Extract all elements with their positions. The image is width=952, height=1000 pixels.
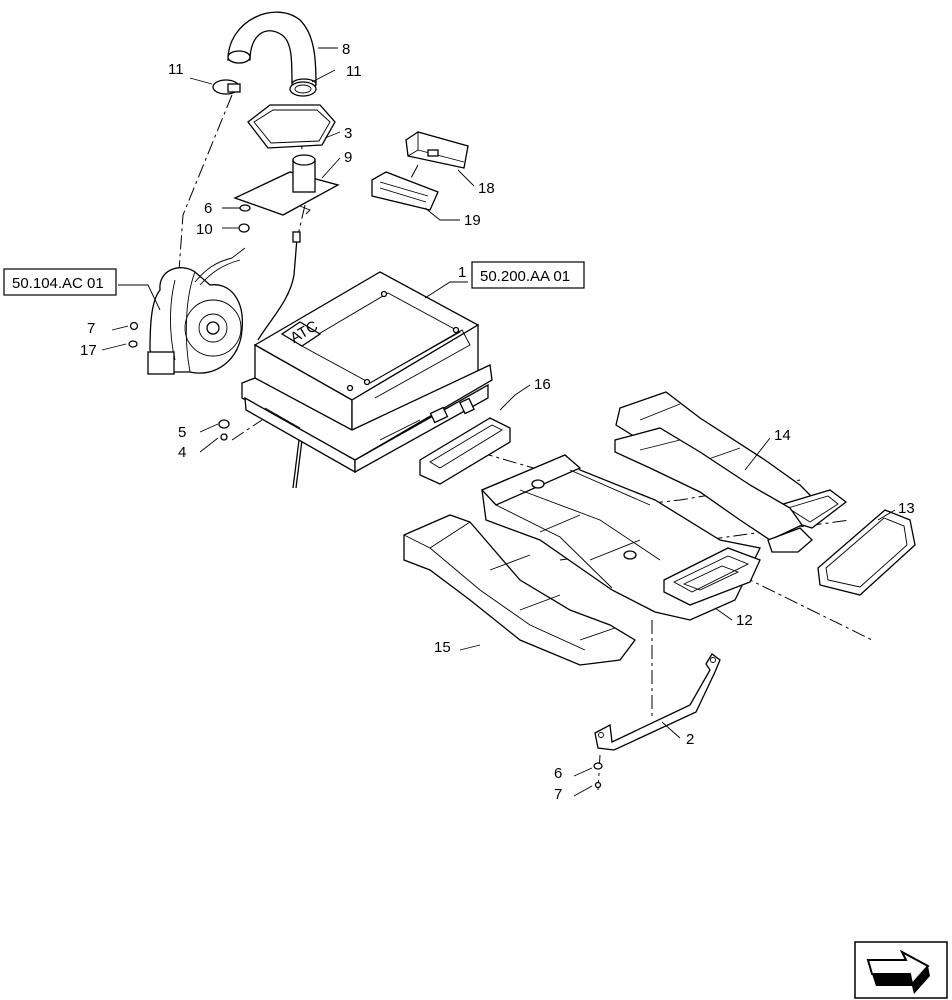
bracket-part-2 xyxy=(594,653,721,751)
callout-13: 13 xyxy=(898,500,915,517)
nut-part-10 xyxy=(238,223,250,233)
hvac-module-part-1: ATC xyxy=(241,271,493,474)
bolt-part-7-left xyxy=(129,321,139,331)
callout-8: 8 xyxy=(342,41,350,58)
housing-part-19 xyxy=(371,171,439,211)
next-page-arrow-icon[interactable] xyxy=(854,941,948,999)
washer-part-6-upper xyxy=(239,204,251,212)
clamp-part-11-left xyxy=(212,79,241,95)
clamp-part-11-right xyxy=(289,81,317,97)
callout-16: 16 xyxy=(534,376,551,393)
callout-17: 17 xyxy=(80,342,97,359)
nut-part-5 xyxy=(218,419,230,429)
blower-assembly xyxy=(147,247,246,375)
leader-lines xyxy=(101,47,896,797)
callout-numbers: 8 11 11 3 9 18 6 19 10 1 7 17 16 5 14 4 … xyxy=(80,41,915,803)
washer-part-17 xyxy=(128,340,138,348)
cable-harness xyxy=(257,231,303,489)
callout-1: 1 xyxy=(458,264,466,281)
sensor-part-18 xyxy=(405,131,469,169)
callout-2: 2 xyxy=(686,731,694,748)
blower-reference-box[interactable]: 50.104.AC 01 xyxy=(3,268,117,296)
callout-10: 10 xyxy=(196,221,213,238)
side-duct-part-14-lower xyxy=(614,427,813,553)
bolt-part-7-lower xyxy=(594,781,602,789)
callout-12: 12 xyxy=(736,612,753,629)
callout-9: 9 xyxy=(344,149,352,166)
plate-part-9 xyxy=(233,154,340,216)
callout-18: 18 xyxy=(478,180,495,197)
washer-part-6-lower xyxy=(593,762,603,770)
callout-3: 3 xyxy=(344,125,352,142)
module-reference-box[interactable]: 50.200.AA 01 xyxy=(471,261,585,289)
callout-14: 14 xyxy=(774,427,791,444)
callout-11-left: 11 xyxy=(168,61,184,78)
vent-gasket-part-13 xyxy=(817,509,916,596)
bolt-part-4 xyxy=(220,433,228,441)
callout-5: 5 xyxy=(178,424,186,441)
callout-11-right: 11 xyxy=(346,63,362,80)
duct-seal-part-16 xyxy=(419,417,511,485)
callout-7-lower: 7 xyxy=(554,786,562,803)
callout-19: 19 xyxy=(464,212,481,229)
callout-6-lower: 6 xyxy=(554,765,562,782)
front-duct-part-15 xyxy=(403,514,636,666)
gasket-part-3 xyxy=(247,104,336,149)
callout-6-upper: 6 xyxy=(204,200,212,217)
callout-4: 4 xyxy=(178,444,186,461)
outlet-part-12 xyxy=(663,547,761,606)
blower-reference-text[interactable]: 50.104.AC 01 xyxy=(12,275,104,292)
hose-part-8 xyxy=(227,11,317,90)
callout-7-left: 7 xyxy=(87,320,95,337)
module-reference-text[interactable]: 50.200.AA 01 xyxy=(480,268,570,285)
callout-15: 15 xyxy=(434,639,451,656)
